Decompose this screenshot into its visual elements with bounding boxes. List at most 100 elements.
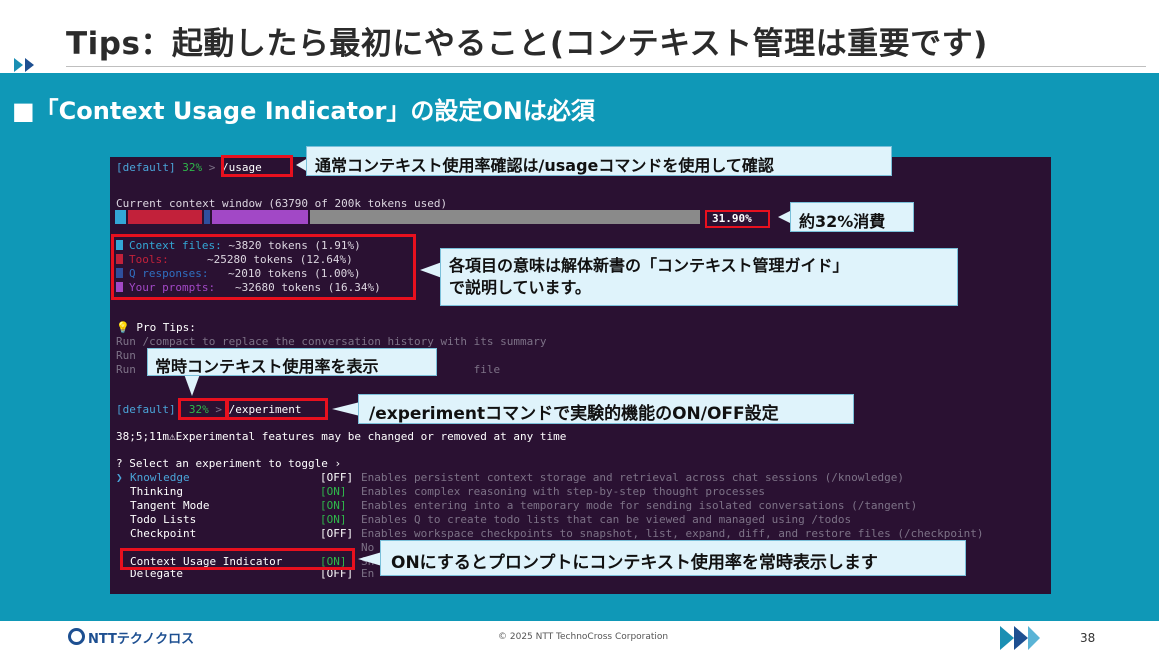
experiment-state: [ON] — [320, 499, 347, 512]
pro-tip-line: Run file — [116, 363, 501, 376]
prompt-arrow: > — [215, 403, 222, 416]
experiment-command-highlight — [226, 398, 328, 420]
experiment-description: Enables workspace checkpoints to snapsho… — [361, 527, 984, 540]
breakdown-label: Context files: — [129, 239, 222, 252]
experiment-description: Enables entering into a temporary mode f… — [361, 499, 918, 512]
callout-experiment-command: /experimentコマンドで実験的機能のON/OFF設定 — [358, 394, 854, 424]
experiment-row-delegate[interactable]: Delegate [OFF] En — [116, 567, 374, 580]
header-chevron-icon-2 — [25, 58, 34, 72]
usage-percent-badge: 31.90% — [705, 210, 770, 228]
usage-prompt-line: [default] 32% > /usage — [116, 161, 262, 174]
experiment-command-text[interactable]: /experiment — [228, 403, 302, 416]
callout-breakdown-guide: 各項目の意味は解体新書の「コンテキスト管理ガイド」 で説明しています。 — [440, 248, 958, 306]
experiment-state: [OFF] — [320, 567, 354, 580]
experiment-name: Delegate — [130, 567, 183, 580]
experiment-row-todo-lists[interactable]: Todo Lists [ON] Enables Q to create todo l… — [116, 513, 851, 526]
slide-title: Tips：起動したら最初にやること(コンテキスト管理は重要です) — [66, 26, 988, 62]
title-divider — [66, 66, 1146, 67]
experimental-warning-line: 38;5;11m⚠Experimental features may be ch… — [116, 430, 567, 443]
callout-always-show: 常時コンテキスト使用率を表示 — [147, 348, 437, 376]
callout-pointer-icon — [296, 158, 308, 172]
callout-pointer-icon — [184, 374, 200, 396]
breakdown-label: Tools: — [129, 253, 169, 266]
footer-logo-text: NTTテクノクロス — [88, 632, 195, 647]
bar-seg-tools — [128, 210, 202, 224]
breakdown-highlight — [111, 234, 416, 300]
bar-seg-remaining — [310, 210, 700, 224]
callout-pointer-icon — [358, 552, 382, 566]
context-usage-bar — [115, 210, 700, 224]
breakdown-label: Q responses: — [129, 267, 209, 280]
experiment-description: Enables Q to create todo lists that can … — [361, 513, 852, 526]
header-chevron-icon — [14, 58, 23, 72]
experiment-name: Checkpoint — [130, 527, 197, 540]
pro-tip-line: Run — [116, 349, 136, 362]
experiment-description: No — [361, 541, 375, 554]
prompt-percent: 32% — [182, 161, 203, 174]
breakdown-row: Context files: ~3820 tokens (1.91%) — [116, 239, 361, 252]
ntt-logo-icon — [68, 628, 85, 645]
tools-swatch — [116, 254, 123, 264]
prompt-profile: [default] — [116, 161, 176, 174]
q-responses-swatch — [116, 268, 123, 278]
callout-pointer-icon — [332, 402, 360, 416]
experiment-description: En — [361, 567, 375, 580]
select-experiment-prompt: ? Select an experiment to toggle › — [116, 457, 342, 470]
callout-usage-consumed: 約32%消費 — [790, 202, 914, 232]
callout-breakdown-line1: 各項目の意味は解体新書の「コンテキスト管理ガイド」 — [449, 256, 849, 275]
pro-tip-line: Run /compact to replace the conversation… — [116, 335, 547, 348]
callout-pointer-icon — [778, 210, 792, 224]
percent-highlight — [178, 398, 228, 420]
breakdown-row: Your prompts: ~32680 tokens (16.34%) — [116, 281, 381, 294]
experiment-name: Knowledge — [130, 471, 190, 484]
your-prompts-swatch — [116, 282, 123, 292]
context-files-swatch — [116, 240, 123, 250]
experiment-state: [OFF] — [320, 527, 354, 540]
experiment-name: Todo Lists — [130, 513, 197, 526]
breakdown-row: Q responses: ~2010 tokens (1.00%) — [116, 267, 360, 280]
callout-pointer-icon — [420, 262, 442, 278]
experiment-prompt-line: [default] 32% > /experiment — [116, 403, 301, 416]
experiment-row-context-usage-indicator[interactable]: Context Usage Indicator[ON]Sh — [116, 555, 374, 568]
experiment-row-checkpoint[interactable]: Checkpoint [OFF] Enables workspace checkpo… — [116, 527, 984, 540]
experiment-state: [OFF] — [320, 471, 354, 484]
breakdown-value: ~2010 tokens (1.00%) — [228, 267, 361, 280]
bar-seg-your-prompts — [212, 210, 308, 224]
experiment-name: Thinking — [130, 485, 183, 498]
copyright-text: © 2025 NTT TechnoCross Corporation — [498, 632, 669, 642]
bar-seg-context-files — [115, 210, 126, 224]
breakdown-row: Tools: ~25280 tokens (12.64%) — [116, 253, 353, 266]
callout-breakdown-line2: で説明しています。 — [449, 278, 591, 297]
experiment-state: [ON] — [320, 485, 347, 498]
footer-chevron-icon — [1000, 626, 1014, 650]
prompt-arrow: > — [208, 161, 216, 174]
slide-subtitle: ■「Context Usage Indicator」の設定ONは必須 — [12, 97, 595, 125]
prompt-percent: 32% — [188, 403, 209, 416]
usage-command-highlight — [221, 155, 293, 177]
experiment-name: Tangent Mode — [130, 499, 210, 512]
breakdown-value: ~3820 tokens (1.91%) — [228, 239, 361, 252]
indicator-row-highlight — [120, 548, 355, 570]
prompt-profile: [default] — [116, 403, 176, 416]
experiment-row-partial: No — [116, 541, 374, 554]
callout-usage-command: 通常コンテキスト使用率確認は/usageコマンドを使用して確認 — [306, 146, 892, 176]
callout-indicator-on: ONにするとプロンプトにコンテキスト使用率を常時表示します — [380, 540, 966, 576]
selection-pointer-icon: ❯ — [116, 471, 123, 484]
page-number: 38 — [1080, 631, 1096, 645]
breakdown-value: ~25280 tokens (12.64%) — [207, 253, 353, 266]
experiment-state: [ON] — [320, 513, 347, 526]
context-window-line: Current context window (63790 of 200k to… — [116, 197, 448, 210]
slide-footer — [0, 621, 1159, 655]
footer-chevron-icon-3 — [1028, 626, 1040, 650]
experiment-row-tangent-mode[interactable]: Tangent Mode [ON] Enables entering into a … — [116, 499, 917, 512]
breakdown-value: ~32680 tokens (16.34%) — [235, 281, 381, 294]
experiment-description: Enables complex reasoning with step-by-s… — [361, 485, 765, 498]
experiment-name: Context Usage Indicator — [130, 555, 283, 568]
experiment-description: Enables persistent context storage and r… — [361, 471, 905, 484]
experiment-state: [ON] — [320, 555, 347, 568]
experiment-row-thinking[interactable]: Thinking [ON] Enables complex reasoning wi… — [116, 485, 765, 498]
experiment-row-knowledge[interactable]: ❯ Knowledge [OFF] Enables persistent contex… — [116, 471, 904, 484]
breakdown-label: Your prompts: — [129, 281, 216, 294]
usage-command-text[interactable]: /usage — [221, 161, 262, 174]
footer-chevron-icon-2 — [1014, 626, 1028, 650]
